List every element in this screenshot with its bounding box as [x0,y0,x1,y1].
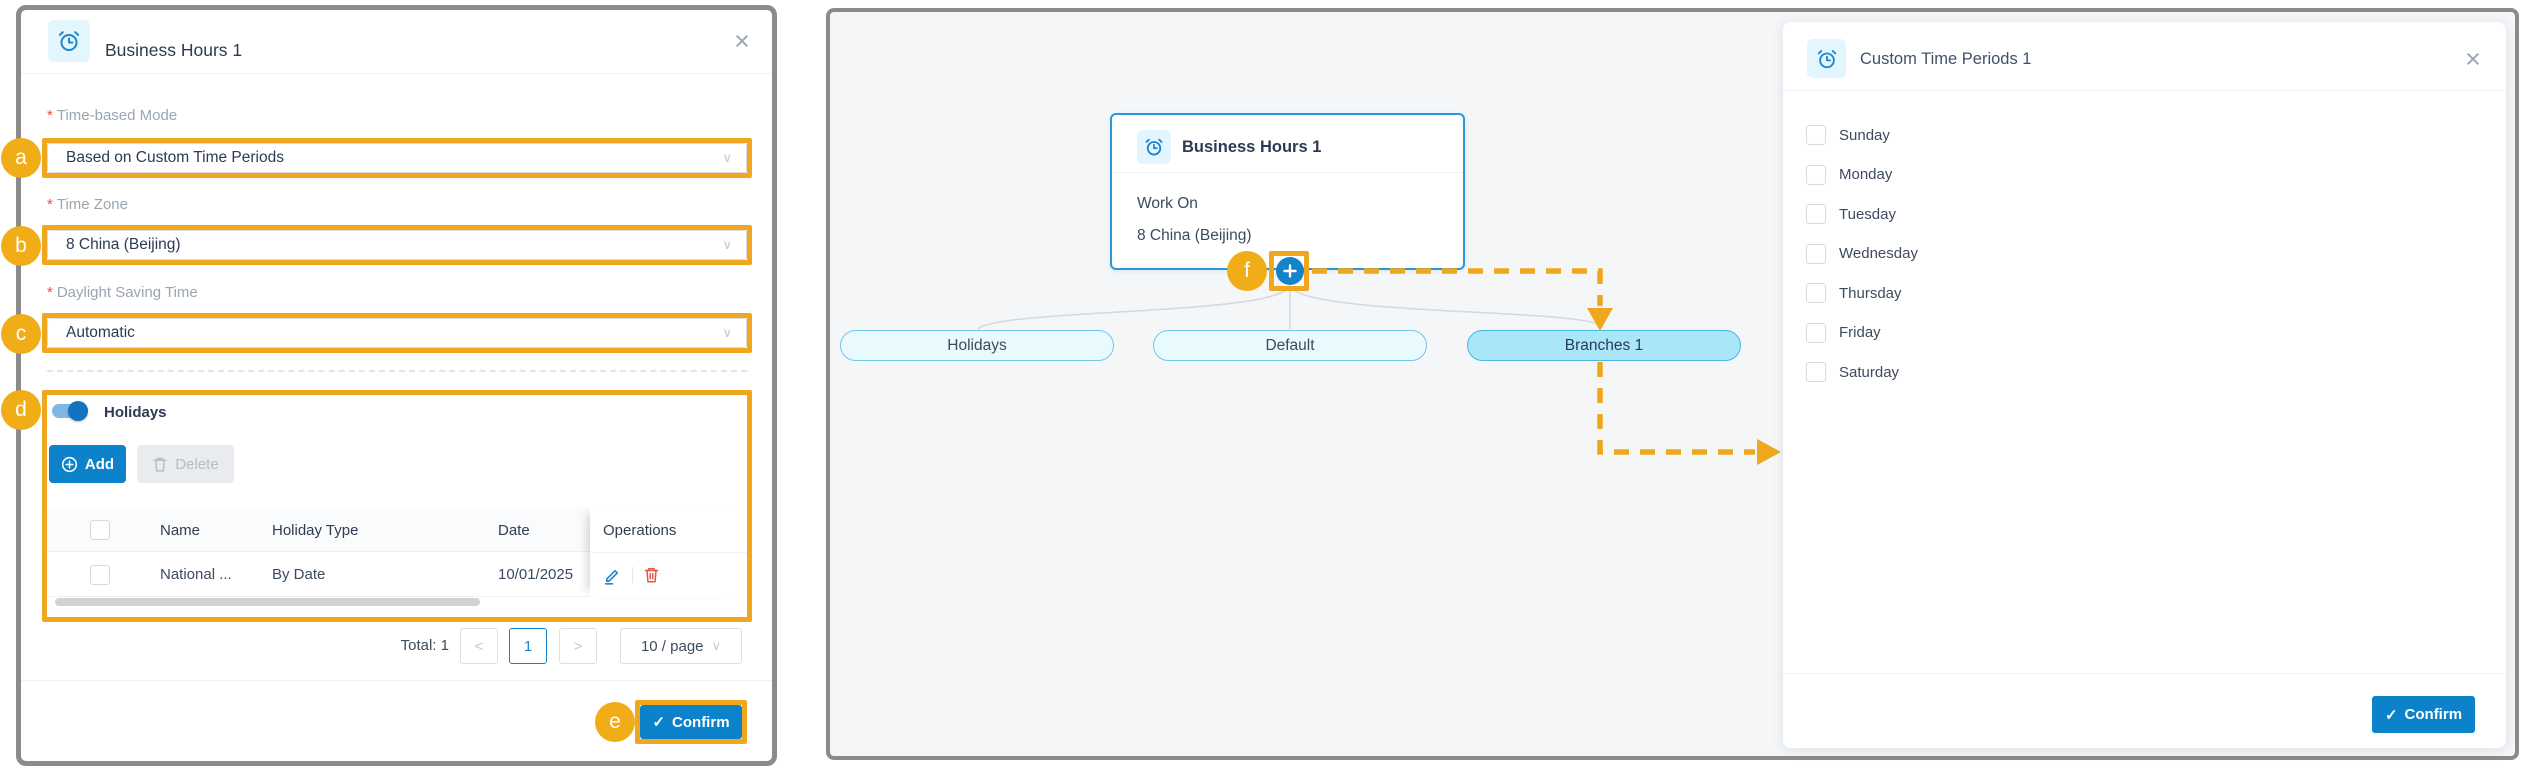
row-checkbox[interactable] [90,565,110,585]
weekday-row-tuesday[interactable]: Tuesday [1806,204,1918,224]
close-icon[interactable]: × [734,26,750,56]
select-all-checkbox[interactable] [90,520,110,540]
field-label-time-based-mode: *Time-based Mode [47,107,178,124]
annotation-badge-e: e [595,702,635,742]
cell-holiday-name: National ... [160,566,232,583]
tuesday-checkbox[interactable] [1806,204,1826,224]
pagination-page-1[interactable]: 1 [509,628,547,664]
cell-holiday-type: By Date [272,566,326,583]
daylight-saving-value: Automatic [66,324,135,341]
branch-pill-default[interactable]: Default [1153,330,1427,361]
node-work-on-label: Work On [1137,195,1198,212]
branch-pill-holidays[interactable]: Holidays [840,330,1114,361]
pagination-next-button[interactable]: > [559,628,597,664]
business-hours-node[interactable]: Business Hours 1 Work On 8 China (Beijin… [1110,113,1465,270]
day-label: Sunday [1839,126,1890,144]
branch-pill-branches-1[interactable]: Branches 1 [1467,330,1741,361]
chevron-down-icon: ∨ [722,237,732,252]
confirm-button[interactable]: ✓ Confirm [640,705,742,739]
annotation-badge-f: f [1227,251,1267,291]
wednesday-checkbox[interactable] [1806,243,1826,264]
thursday-checkbox[interactable] [1806,283,1826,303]
holidays-table: Name Holiday Type Date National ... By D… [47,508,747,606]
delete-button[interactable]: Delete [137,445,234,483]
holidays-section-label: Holidays [104,404,167,421]
check-icon: ✓ [652,714,666,731]
required-asterisk: * [47,107,53,124]
edit-pencil-icon[interactable] [603,566,622,585]
operations-fixed-column: Operations [590,508,747,597]
annotation-badge-c: c [1,314,41,354]
daylight-saving-select[interactable]: Automatic ∨ [47,318,747,348]
required-asterisk: * [47,196,53,213]
sunday-checkbox[interactable] [1806,125,1826,145]
node-divider [1112,172,1463,173]
section-divider [47,370,747,372]
chevron-down-icon: ∨ [722,325,732,340]
add-button[interactable]: Add [49,445,126,483]
annotation-badge-d: d [1,390,41,430]
flow-canvas: Business Hours 1 Work On 8 China (Beijin… [826,8,2519,760]
weekday-row-friday[interactable]: Friday [1806,322,1918,343]
day-label: Wednesday [1839,245,1918,262]
weekday-row-sunday[interactable]: Sunday [1806,125,1918,145]
alarm-clock-icon [48,20,90,62]
operations-cell [590,552,747,597]
time-zone-select[interactable]: 8 China (Beijing) ∨ [47,230,747,260]
close-icon[interactable]: × [2465,44,2481,74]
time-zone-value: 8 China (Beijing) [66,236,181,253]
footer-divider [21,680,772,681]
day-label: Friday [1839,324,1881,341]
cell-holiday-date: 10/01/2025 [498,566,574,583]
panel-footer-divider [1783,673,2506,674]
field-label-daylight-saving: *Daylight Saving Time [47,284,198,301]
field-label-time-zone: *Time Zone [47,196,128,213]
pagination-total: Total: 1 [400,637,449,654]
page-size-select[interactable]: 10 / page ∨ [620,628,742,664]
add-branch-plus-button[interactable] [1276,257,1304,285]
operations-separator [632,567,633,583]
custom-time-periods-panel: Custom Time Periods 1 × Sunday Monday Tu… [1783,22,2506,748]
column-header-date: Date [498,522,530,539]
annotation-badge-b: b [1,226,41,266]
column-header-holiday-type: Holiday Type [272,522,359,539]
alarm-clock-icon [1807,39,1846,78]
monday-checkbox[interactable] [1806,164,1826,185]
panel-title: Custom Time Periods 1 [1860,50,2032,68]
horizontal-scrollbar[interactable] [55,598,480,606]
node-title: Business Hours 1 [1182,138,1322,156]
weekday-row-saturday[interactable]: Saturday [1806,362,1918,382]
day-label: Tuesday [1839,205,1896,223]
pagination-prev-button[interactable]: < [460,628,498,664]
chevron-down-icon: ∨ [722,150,732,165]
day-label: Monday [1839,166,1893,183]
required-asterisk: * [47,284,53,301]
add-circle-plus-icon [61,456,78,473]
delete-trash-icon[interactable] [643,566,660,584]
weekday-list: Sunday Monday Tuesday Wednesday Thursday [1806,125,1918,402]
business-hours-dialog: Business Hours 1 × *Time-based Mode Base… [1,5,777,766]
weekday-row-wednesday[interactable]: Wednesday [1806,243,1918,264]
panel-confirm-button[interactable]: ✓ Confirm [2372,696,2475,733]
trash-icon [152,456,168,473]
day-label: Saturday [1839,363,1900,381]
alarm-clock-icon [1137,130,1171,164]
panel-header-divider [1783,90,2506,91]
saturday-checkbox[interactable] [1806,362,1826,382]
header-divider [21,73,772,74]
day-label: Thursday [1839,284,1902,302]
column-header-operations: Operations [603,522,677,539]
weekday-row-monday[interactable]: Monday [1806,164,1918,185]
time-based-mode-select[interactable]: Based on Custom Time Periods ∨ [47,143,747,173]
dialog-title: Business Hours 1 [105,40,243,60]
column-header-name: Name [160,522,201,539]
holidays-toggle-knob[interactable] [68,401,88,421]
weekday-row-thursday[interactable]: Thursday [1806,283,1918,303]
time-based-mode-value: Based on Custom Time Periods [66,149,284,166]
chevron-down-icon: ∨ [711,638,722,653]
node-timezone-label: 8 China (Beijing) [1137,227,1252,244]
friday-checkbox[interactable] [1806,322,1826,343]
check-icon: ✓ [2384,706,2398,724]
annotation-badge-a: a [1,138,41,178]
